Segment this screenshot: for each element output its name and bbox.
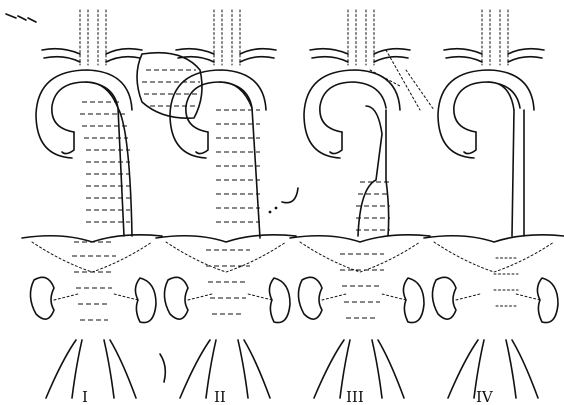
panel-label: III — [346, 388, 364, 405]
dissected-aorta-segment — [340, 106, 390, 318]
stray-mark — [282, 188, 298, 203]
dissected-aorta-segment — [72, 82, 132, 320]
panel-label: I — [82, 388, 88, 405]
panel-type-ii: II — [137, 10, 296, 405]
panel-type-iv: IV — [406, 10, 564, 405]
normal-aorta — [488, 82, 524, 306]
panel-label: IV — [476, 388, 494, 405]
leader-line — [406, 70, 434, 110]
stray-mark — [160, 354, 165, 382]
panel-type-i: I — [22, 10, 162, 405]
leader-lines — [370, 50, 420, 110]
panel-type-iii: III — [269, 10, 430, 405]
panel-label: II — [214, 388, 226, 405]
dilated-ascending-aorta — [137, 53, 202, 118]
pointer-marks — [6, 14, 36, 22]
dissected-aorta-segment — [206, 82, 260, 314]
